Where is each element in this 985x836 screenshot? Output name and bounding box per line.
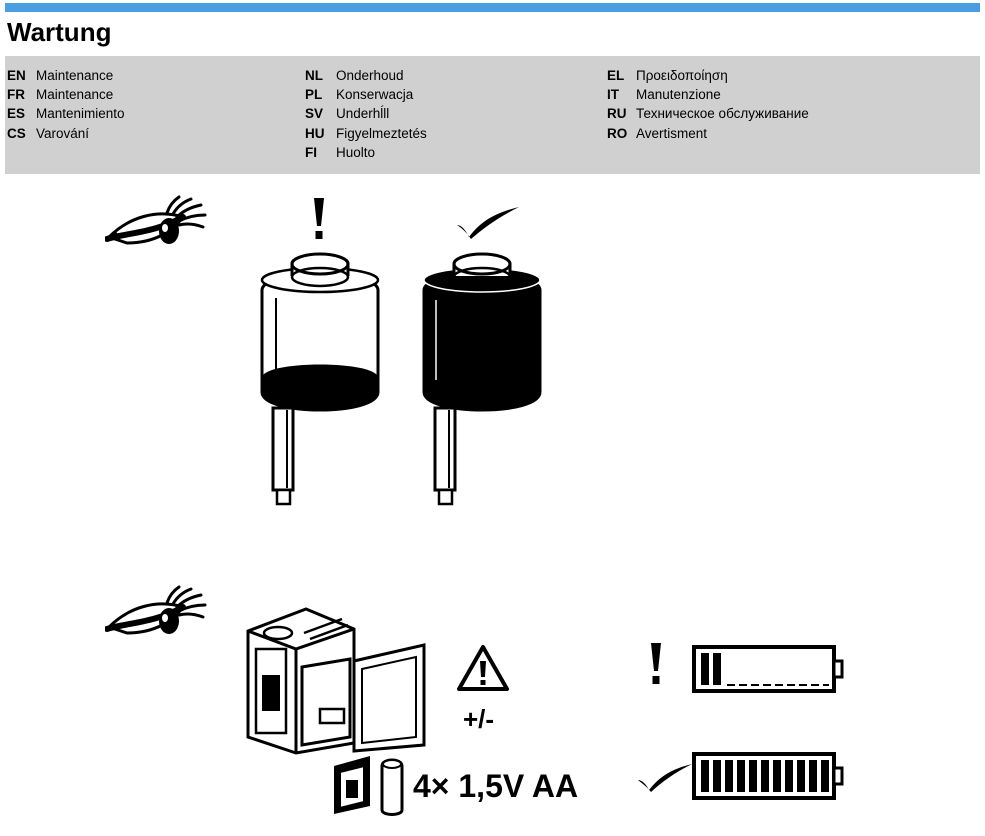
language-code: FR <box>7 87 25 103</box>
language-row: RO Avertisment <box>607 124 809 143</box>
polarity-label: +/- <box>463 704 495 734</box>
language-label: Avertisment <box>636 125 708 141</box>
language-code: EN <box>7 68 26 83</box>
language-row: ES Mantenimiento <box>7 104 125 123</box>
exclamation-icon <box>314 198 324 239</box>
language-row: RU Техническое обслуживание <box>607 104 809 123</box>
language-code: SV <box>305 106 324 122</box>
language-code: HU <box>305 125 325 141</box>
language-row: EN Maintenance <box>7 66 125 85</box>
checkmark-icon <box>638 764 692 792</box>
language-column: NL Onderhoud PL Konserwacja SV Underhĺll HU… <box>305 66 427 162</box>
language-column: EL Προειδοποίηση IT Manutenzione RU Техниче… <box>607 66 809 143</box>
language-label: Προειδοποίηση <box>636 68 728 83</box>
header-accent-bar <box>5 3 980 12</box>
language-label: Konserwacja <box>336 87 414 103</box>
language-row: FI Huolto <box>305 143 427 162</box>
language-row: HU Figyelmeztetés <box>305 124 427 143</box>
language-code: FI <box>305 144 317 160</box>
reservoir-full <box>422 252 542 506</box>
eye-icon <box>105 585 207 635</box>
exclamation-icon <box>651 643 661 684</box>
language-code: PL <box>305 87 323 103</box>
language-label: Underhĺll <box>336 106 390 122</box>
language-code: RU <box>607 106 627 122</box>
warning-triangle-icon <box>457 645 509 691</box>
battery-pack <box>334 756 404 816</box>
eye-icon <box>105 195 207 245</box>
language-label: Техническое обслуживание <box>636 106 809 122</box>
language-code: RO <box>607 125 628 141</box>
battery-housing <box>246 607 426 755</box>
language-label: Figyelmeztetés <box>336 125 427 141</box>
language-row: EL Προειδοποίηση <box>607 66 809 85</box>
language-label: Onderhoud <box>336 68 404 83</box>
language-row: CS Varování <box>7 124 125 143</box>
battery-spec-label: 4× 1,5V AA <box>413 768 579 804</box>
language-code: NL <box>305 68 323 83</box>
language-code: IT <box>607 87 619 103</box>
battery-low-icon <box>692 645 844 693</box>
language-row: NL Onderhoud <box>305 66 427 85</box>
language-panel: EN Maintenance FR Maintenance ES Mantenimie… <box>5 56 980 174</box>
language-row: PL Konserwacja <box>305 85 427 104</box>
language-row: FR Maintenance <box>7 85 125 104</box>
language-label: Maintenance <box>36 68 114 83</box>
language-label: Maintenance <box>36 87 114 103</box>
page-title: Wartung <box>7 17 112 47</box>
language-code: CS <box>7 125 26 141</box>
language-label: Huolto <box>336 144 376 160</box>
reservoir-low <box>260 252 380 506</box>
language-column: EN Maintenance FR Maintenance ES Mantenimie… <box>7 66 125 143</box>
language-code: EL <box>607 68 625 83</box>
language-label: Mantenimiento <box>36 106 125 122</box>
language-label: Manutenzione <box>636 87 721 103</box>
language-code: ES <box>7 106 26 122</box>
language-label: Varování <box>36 125 90 141</box>
battery-full-icon <box>692 752 844 800</box>
language-row: SV Underhĺll <box>305 104 427 123</box>
checkmark-icon <box>457 207 519 239</box>
language-row: IT Manutenzione <box>607 85 809 104</box>
